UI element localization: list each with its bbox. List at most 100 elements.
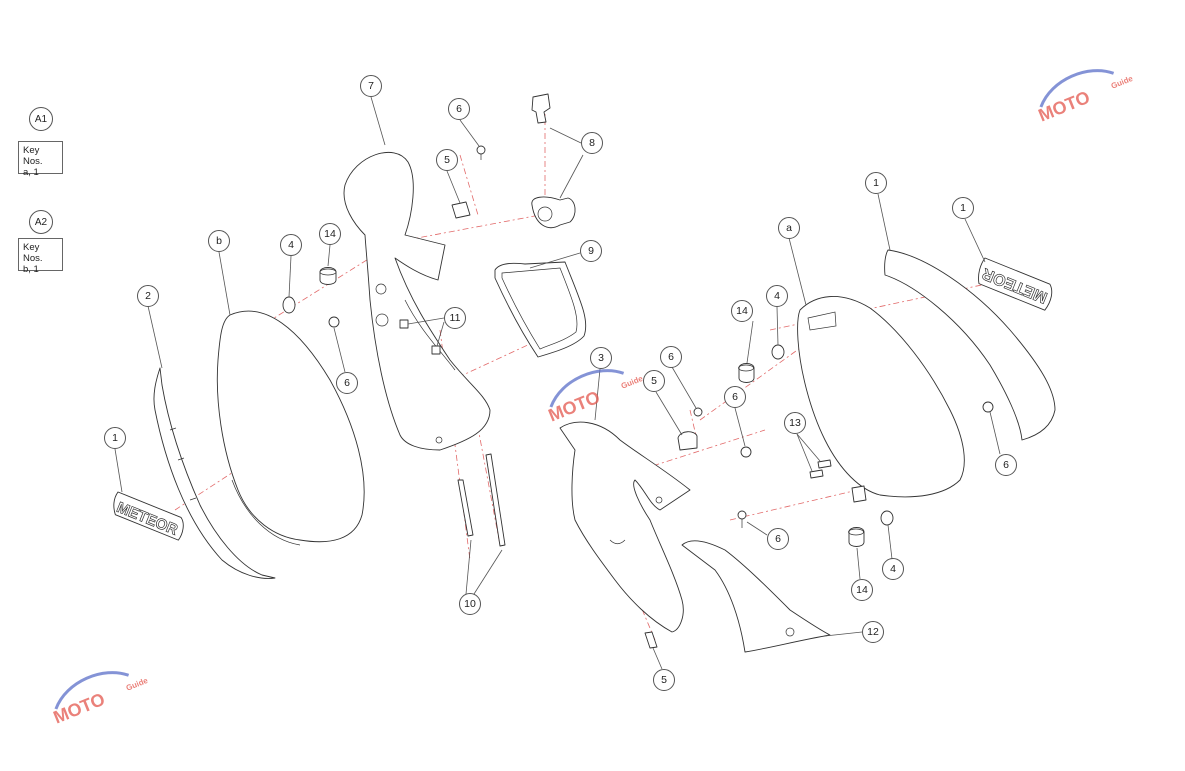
callout-6-left: 6 <box>336 372 358 394</box>
svg-text:1: 1 <box>873 177 879 189</box>
watermark-center-sub: Guide <box>620 374 645 391</box>
svg-text:9: 9 <box>588 245 594 257</box>
legend-box-a2: Key Nos. b, 1 <box>18 238 63 275</box>
callout-4-right-bottom: 4 <box>882 558 904 580</box>
watermark-top-right: MOTO Guide <box>1036 69 1135 126</box>
legend-box-a1: Key Nos. a, 1 <box>18 141 63 178</box>
callout-1-right-badge: 1 <box>952 197 974 219</box>
legend-badge-a2-label: A2 <box>34 216 48 228</box>
part-clip-5-top <box>451 201 471 219</box>
callout-10: 10 <box>459 593 481 615</box>
part-left-meteor-badge: METEOR <box>113 491 184 541</box>
callout-6-top: 6 <box>448 98 470 120</box>
svg-text:3: 3 <box>598 352 604 364</box>
svg-text:b: b <box>216 235 222 247</box>
svg-text:2: 2 <box>145 290 151 302</box>
svg-text:10: 10 <box>464 598 476 610</box>
svg-text:5: 5 <box>651 375 657 387</box>
callout-5-top: 5 <box>436 149 458 171</box>
legend-text-a2: Key Nos. b, 1 <box>23 242 43 275</box>
callout-4-right-top: 4 <box>766 285 788 307</box>
callout-5-center: 5 <box>643 370 665 392</box>
svg-text:8: 8 <box>589 137 595 149</box>
callout-8: 8 <box>581 132 603 154</box>
svg-text:6: 6 <box>344 377 350 389</box>
part-lower-cover-12 <box>681 540 831 653</box>
part-center-bracket-7 <box>343 152 491 451</box>
callout-7: 7 <box>360 75 382 97</box>
part-strap-9 <box>494 261 587 358</box>
svg-text:5: 5 <box>661 674 667 686</box>
svg-text:6: 6 <box>775 533 781 545</box>
callout-13: 13 <box>784 412 806 434</box>
callout-1-right: 1 <box>865 172 887 194</box>
callout-12: 12 <box>862 621 884 643</box>
watermark-bottom-left-text: MOTO <box>51 689 108 728</box>
callout-a: a <box>778 217 800 239</box>
part-bushing-14-left <box>319 267 337 285</box>
watermark-center-text: MOTO <box>546 387 603 426</box>
part-screw-6-center <box>693 407 703 417</box>
legend-badge-a2: A2 <box>29 210 53 234</box>
callout-14-left: 14 <box>319 223 341 245</box>
part-bushing-14-right-top <box>738 363 755 383</box>
svg-text:4: 4 <box>288 239 294 251</box>
part-bushing-14-right-bottom <box>848 527 865 547</box>
callout-6-lower: 6 <box>767 528 789 550</box>
part-connector-8 <box>531 93 576 229</box>
watermark-top-right-sub: Guide <box>1110 74 1135 91</box>
part-clip-5-center <box>677 431 698 451</box>
part-screw-6-top <box>476 145 486 160</box>
part-right-meteor-badge: METEOR <box>978 257 1053 311</box>
callouts: 7 6 5 8 9 b 4 14 2 11 6 1 10 3 6 5 6 6 5… <box>104 75 1017 691</box>
part-screw-6-right <box>982 401 994 413</box>
watermark-bottom-left-sub: Guide <box>125 676 150 693</box>
part-center-lower-cover-3 <box>559 421 691 633</box>
callout-6-center: 6 <box>660 346 682 368</box>
svg-text:4: 4 <box>774 290 780 302</box>
svg-text:12: 12 <box>867 626 879 638</box>
callout-4-left: 4 <box>280 234 302 256</box>
part-left-cover-b <box>216 310 365 546</box>
legend-badge-a1-label: A1 <box>34 113 48 125</box>
part-clip-5-bottom <box>644 631 658 649</box>
svg-text:6: 6 <box>1003 459 1009 471</box>
callout-11: 11 <box>444 307 466 329</box>
leader-lines <box>114 96 1001 670</box>
svg-text:13: 13 <box>789 417 801 429</box>
part-screw-6-left <box>328 316 340 328</box>
part-bolts-10 <box>457 453 506 547</box>
svg-text:4: 4 <box>890 563 896 575</box>
callout-5-bottom: 5 <box>653 669 675 691</box>
callout-9: 9 <box>580 240 602 262</box>
svg-text:5: 5 <box>444 154 450 166</box>
part-right-side-panel <box>884 249 1056 441</box>
svg-text:11: 11 <box>450 312 461 324</box>
callout-14-right-bottom: 14 <box>851 579 873 601</box>
legend-badge-a1: A1 <box>29 107 53 131</box>
callout-2: 2 <box>137 285 159 307</box>
callout-6-mid: 6 <box>724 386 746 408</box>
watermark-bottom-left: MOTO Guide <box>51 671 150 728</box>
part-screw-6-mid <box>740 446 752 458</box>
svg-text:14: 14 <box>736 305 748 317</box>
svg-text:6: 6 <box>668 351 674 363</box>
svg-text:14: 14 <box>856 584 868 596</box>
svg-text:1: 1 <box>960 202 966 214</box>
svg-text:6: 6 <box>732 391 738 403</box>
callout-3: 3 <box>590 347 612 369</box>
part-grommet-4-right-top <box>771 344 785 360</box>
callout-b: b <box>208 230 230 252</box>
svg-text:1: 1 <box>112 432 118 444</box>
callout-14-right-top: 14 <box>731 300 753 322</box>
svg-text:6: 6 <box>456 103 462 115</box>
part-right-cover-a <box>797 296 965 503</box>
part-screws-13 <box>809 459 832 479</box>
part-screw-6-lower <box>737 510 747 528</box>
part-left-side-panel <box>153 367 276 579</box>
callout-6-right: 6 <box>995 454 1017 476</box>
svg-text:a: a <box>786 222 792 234</box>
part-grommet-4-left <box>282 296 296 314</box>
legend-text-a1: Key Nos. a, 1 <box>23 145 43 178</box>
